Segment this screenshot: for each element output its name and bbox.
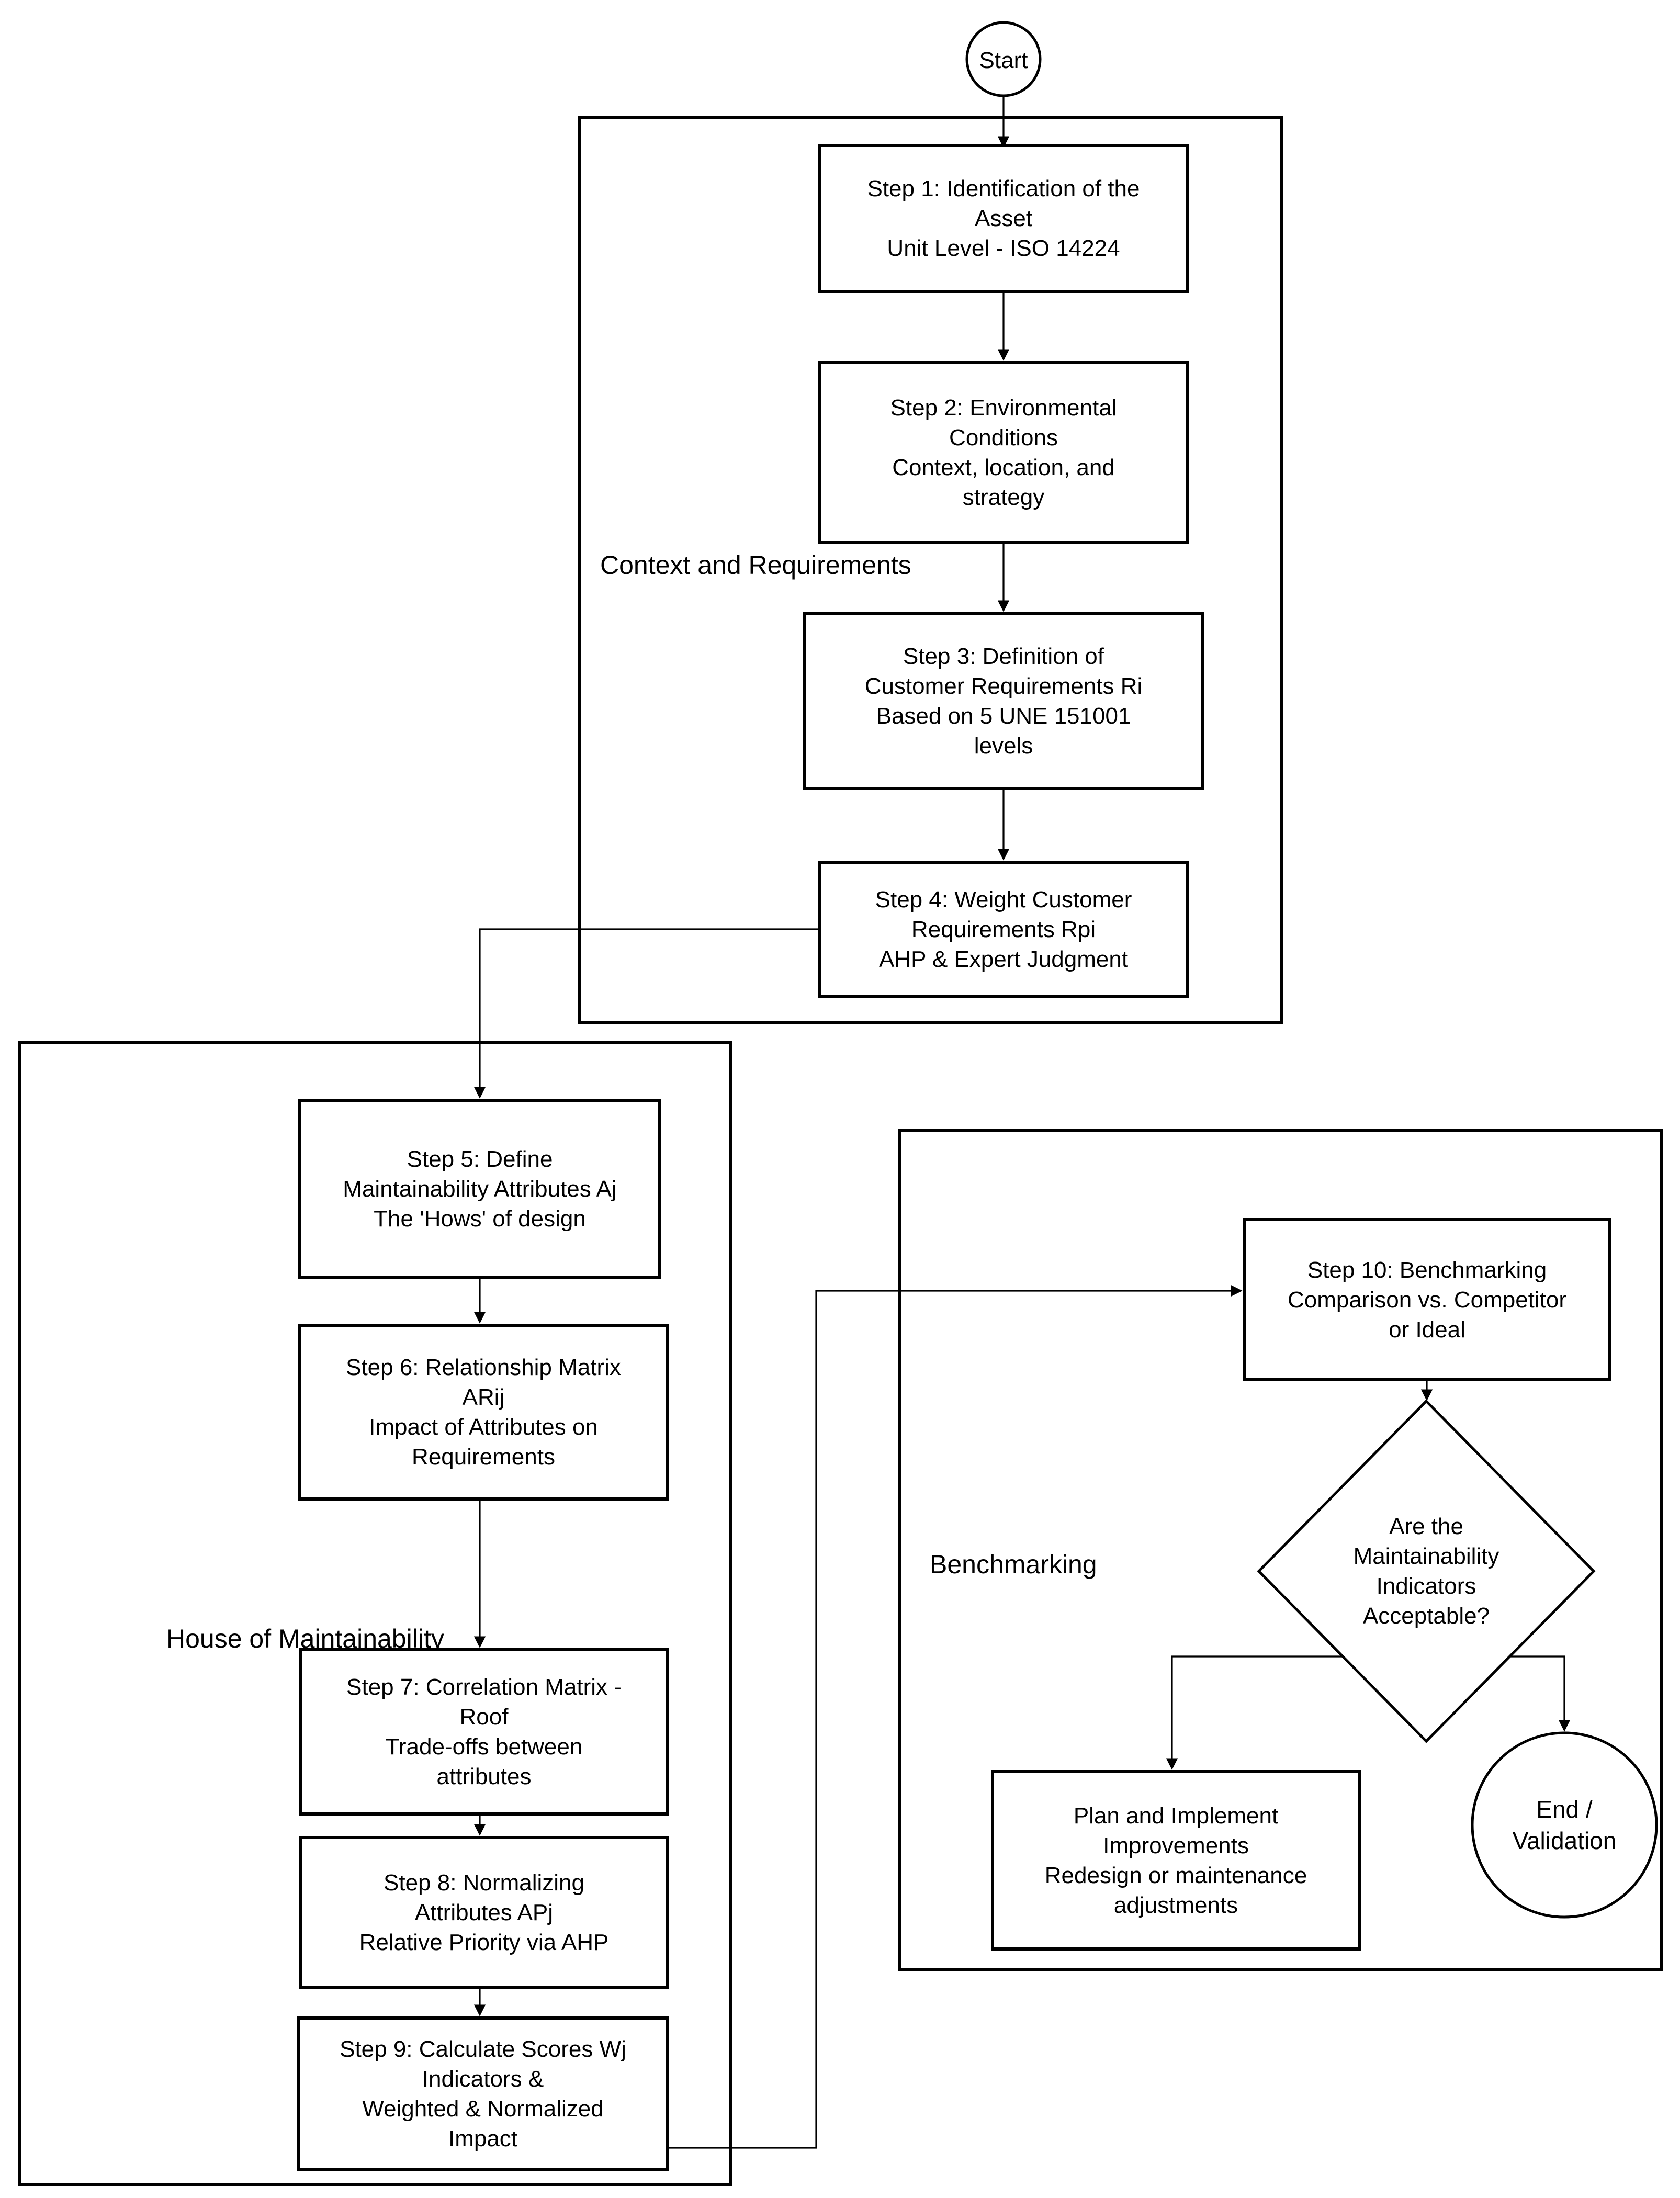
node-step7: Step 7: Correlation Matrix - Roof Trade-… <box>299 1648 669 1816</box>
node-step4: Step 4: Weight Customer Requirements Rpi… <box>818 861 1189 998</box>
connector-step9-to-step10 <box>669 1284 1243 2149</box>
node-step3: Step 3: Definition of Customer Requireme… <box>803 612 1204 790</box>
start-terminator-shape <box>965 21 1042 97</box>
node-step10: Step 10: Benchmarking Comparison vs. Com… <box>1243 1218 1611 1381</box>
decision-node-label: Are the Maintainability Indicators Accep… <box>1353 1514 1499 1629</box>
decision-diamond-shape <box>1257 1399 1596 1743</box>
node-step2: Step 2: Environmental Conditions Context… <box>818 361 1189 544</box>
node-step8: Step 8: Normalizing Attributes APj Relat… <box>299 1836 669 1989</box>
end-node-label: End / Validation <box>1512 1796 1617 1854</box>
node-plan-and-implement: Plan and Implement Improvements Redesign… <box>991 1770 1361 1951</box>
node-step5: Step 5: Define Maintainability Attribute… <box>298 1099 661 1279</box>
node-step6: Step 6: Relationship Matrix ARij Impact … <box>298 1324 669 1501</box>
container-house-of-maintainability <box>18 1041 732 2186</box>
group-label-benchmarking: Benchmarking <box>930 1550 1097 1579</box>
connector-decision-to-end <box>1510 1655 1571 1732</box>
container-context-and-requirements <box>578 116 1283 1024</box>
group-label-context-and-requirements: Context and Requirements <box>600 550 911 580</box>
node-step1: Step 1: Identification of the Asset Unit… <box>818 144 1189 293</box>
container-benchmarking <box>898 1129 1663 1971</box>
connector-decision-to-plan <box>1166 1655 1343 1770</box>
connector-step4-to-step5 <box>473 928 818 1099</box>
start-node-label: Start <box>979 47 1028 73</box>
end-terminator-shape <box>1471 1731 1658 1919</box>
node-step9: Step 9: Calculate Scores Wj Indicators &… <box>297 2016 669 2171</box>
